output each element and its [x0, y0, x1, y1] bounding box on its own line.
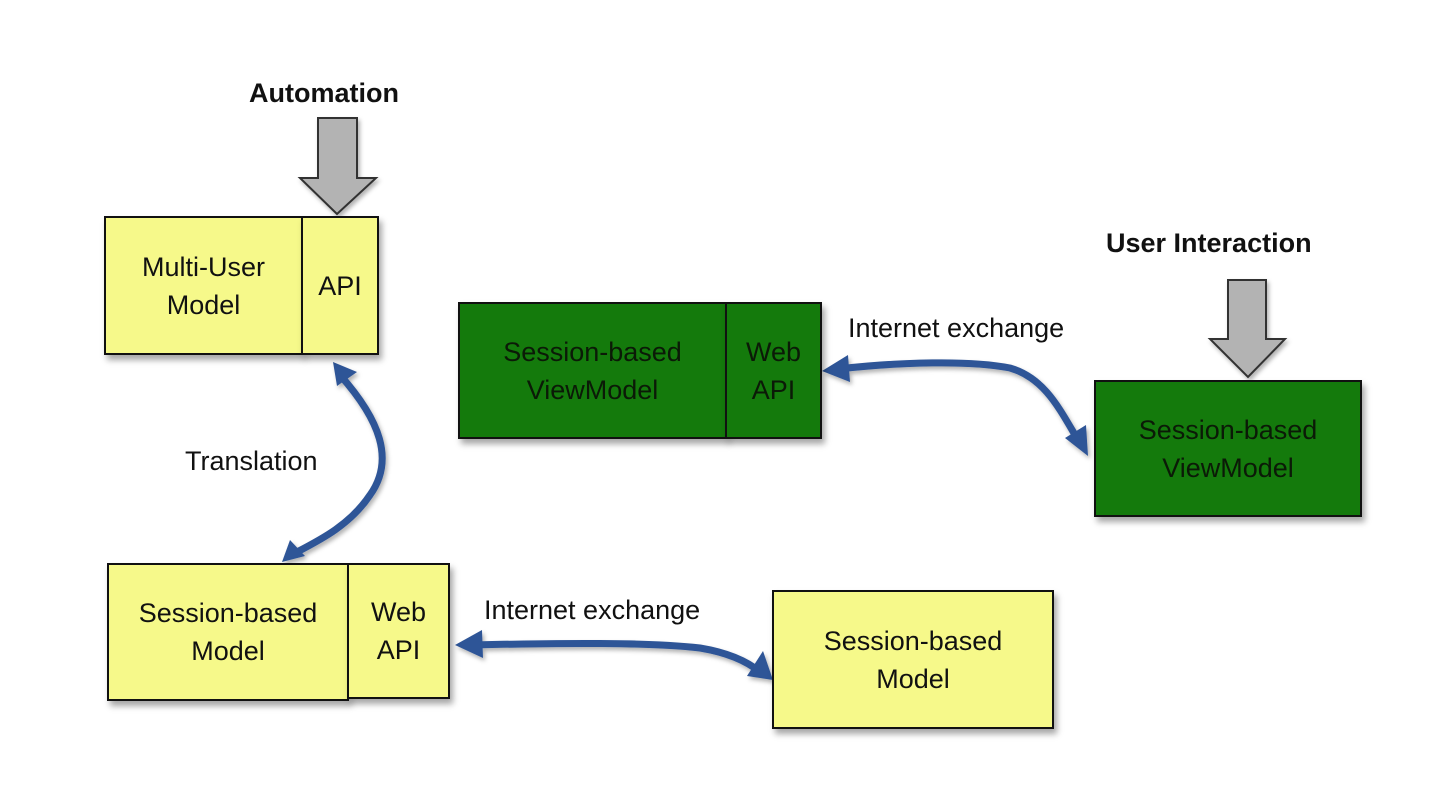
internet-exchange-model-connector	[455, 630, 773, 680]
internet-exchange-model-line	[466, 639, 764, 676]
server-session-viewmodel-api-box: Web API	[725, 302, 822, 439]
client-session-viewmodel-label: Session-based ViewModel	[1138, 414, 1318, 483]
server-session-viewmodel-box: Session-based ViewModel	[458, 302, 727, 439]
internet-exchange-viewmodel-label: Internet exchange	[848, 313, 1065, 343]
client-session-model-label: Session-based Model	[823, 625, 1003, 694]
automation-label: Automation	[249, 78, 399, 108]
server-session-viewmodel-api-label: Web API	[745, 336, 802, 405]
multi-user-api-box: API	[301, 216, 379, 355]
internet-exchange-viewmodel-arrowhead-left-icon	[822, 355, 850, 382]
client-session-model-box: Session-based Model	[772, 590, 1054, 729]
multi-user-model-box: Multi-User Model	[104, 216, 303, 355]
server-session-model-label: Session-based Model	[138, 598, 318, 666]
translation-arrowhead-bottom-icon	[282, 540, 305, 562]
user-interaction-arrow-icon	[1207, 279, 1288, 379]
internet-exchange-viewmodel-arrowhead-right-icon	[1065, 425, 1088, 456]
internet-exchange-viewmodel-line	[834, 359, 1082, 444]
server-session-model-box: Session-based Model	[107, 563, 349, 701]
user-interaction-label: User Interaction	[1106, 228, 1312, 258]
automation-arrow-icon	[297, 117, 379, 216]
internet-exchange-model-label: Internet exchange	[484, 595, 701, 625]
multi-user-api-label: API	[318, 270, 362, 301]
multi-user-model-label: Multi-User Model	[141, 251, 265, 320]
server-session-model-api-box: Web API	[347, 563, 450, 699]
server-session-viewmodel-label: Session-based ViewModel	[503, 336, 682, 405]
server-session-model-api-label: Web API	[370, 597, 427, 665]
client-session-viewmodel-box: Session-based ViewModel	[1094, 380, 1362, 517]
internet-exchange-viewmodel-connector	[822, 355, 1088, 456]
internet-exchange-model-arrowhead-left-icon	[455, 630, 483, 658]
translation-arrowhead-top-icon	[333, 362, 357, 386]
internet-exchange-model-arrowhead-right-icon	[747, 651, 773, 680]
translation-label: Translation	[185, 446, 318, 476]
